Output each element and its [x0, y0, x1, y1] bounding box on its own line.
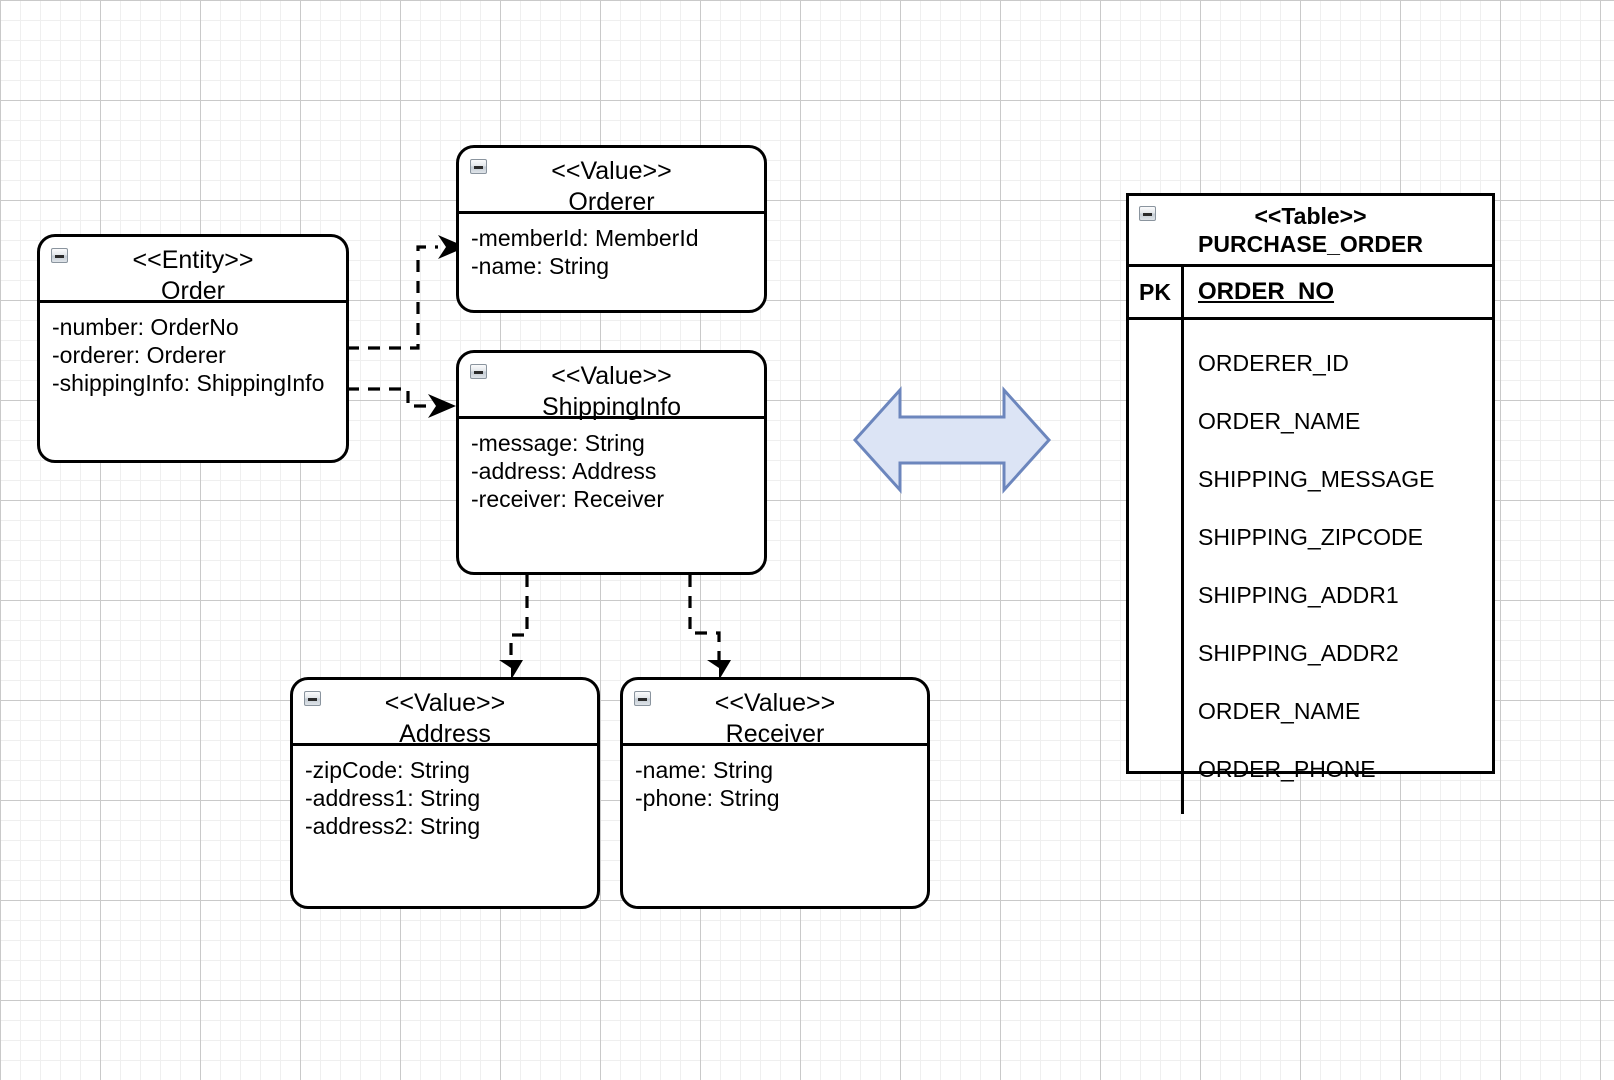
- class-attributes-order: -number: OrderNo -orderer: Orderer -ship…: [40, 303, 346, 397]
- attribute-row: -phone: String: [635, 785, 780, 812]
- class-name-orderer: Orderer: [568, 187, 655, 216]
- db-table-stereotype: <<Table>>: [1254, 203, 1367, 229]
- class-header-order: <<Entity>> Order: [40, 237, 346, 305]
- db-column-row: SHIPPING_ZIPCODE: [1198, 523, 1423, 550]
- db-column-row: ORDER_NAME: [1198, 407, 1361, 434]
- collapse-minus-icon[interactable]: [470, 364, 487, 379]
- class-name-receiver: Receiver: [725, 719, 825, 748]
- db-column-gutter: [1129, 320, 1184, 815]
- class-stereotype-order: <<Entity>>: [132, 246, 254, 274]
- db-column-row: ORDER_NAME: [1198, 697, 1361, 724]
- attribute-row: -message: String: [471, 430, 645, 456]
- class-stereotype-shippinginfo: <<Value>>: [551, 362, 672, 390]
- class-box-order[interactable]: <<Entity>> Order -number: OrderNo -order…: [37, 234, 349, 463]
- class-name-order: Order: [161, 276, 225, 305]
- class-box-receiver[interactable]: <<Value>> Receiver -name: String -phone:…: [620, 677, 930, 909]
- attribute-row: -receiver: Receiver: [471, 486, 664, 513]
- attribute-row: -shippingInfo: ShippingInfo: [52, 370, 325, 397]
- class-attributes-receiver: -name: String -phone: String: [623, 746, 927, 812]
- db-column-row: SHIPPING_ADDR1: [1198, 581, 1399, 608]
- attribute-row: -name: String: [635, 757, 774, 783]
- class-attributes-address: -zipCode: String -address1: String -addr…: [293, 746, 597, 840]
- bidirectional-mapping-arrow[interactable]: [852, 382, 1052, 498]
- db-table-header: <<Table>> PURCHASE_ORDER: [1129, 196, 1492, 268]
- db-pk-column-text: ORDER_NO: [1198, 278, 1335, 306]
- class-box-address[interactable]: <<Value>> Address -zipCode: String -addr…: [290, 677, 600, 909]
- db-table-purchase-order[interactable]: <<Table>> PURCHASE_ORDER PK ORDER_NO ORD…: [1126, 193, 1495, 815]
- connector-shippinginfo-to-receiver: [688, 575, 721, 660]
- collapse-minus-icon[interactable]: [470, 159, 487, 174]
- class-stereotype-receiver: <<Value>>: [714, 689, 836, 717]
- class-header-shippinginfo: <<Value>> ShippingInfo: [459, 353, 764, 421]
- db-column-list: ORDERER_ID ORDER_NAME SHIPPING_MESSAGE S…: [1184, 320, 1492, 814]
- db-column-row: SHIPPING_MESSAGE: [1198, 465, 1435, 492]
- db-pk-label: PK: [1129, 267, 1184, 318]
- class-attributes-shippinginfo: -message: String -address: Address -rece…: [459, 419, 764, 513]
- db-table-name: PURCHASE_ORDER: [1198, 230, 1423, 257]
- connector-shippinginfo-to-address: [509, 575, 529, 660]
- attribute-row: -orderer: Orderer: [52, 342, 226, 369]
- class-header-orderer: <<Value>> Orderer: [459, 148, 764, 216]
- arrowhead-shippinginfo: [428, 394, 456, 418]
- class-name-shippinginfo: ShippingInfo: [541, 392, 681, 421]
- db-column-row: ORDER_PHONE: [1198, 755, 1376, 782]
- collapse-minus-icon[interactable]: [304, 691, 321, 706]
- attribute-row: -number: OrderNo: [52, 314, 239, 340]
- attribute-row: -zipCode: String: [305, 757, 470, 783]
- attribute-row: -address: Address: [471, 458, 657, 485]
- db-pk-column: ORDER_NO: [1184, 267, 1492, 317]
- class-attributes-orderer: -memberId: MemberId -name: String: [459, 214, 764, 280]
- class-stereotype-address: <<Value>>: [384, 689, 506, 717]
- class-header-address: <<Value>> Address: [293, 680, 597, 748]
- db-column-row: SHIPPING_ADDR2: [1198, 639, 1399, 666]
- class-header-receiver: <<Value>> Receiver: [623, 680, 927, 748]
- collapse-minus-icon[interactable]: [1139, 206, 1156, 221]
- class-box-orderer[interactable]: <<Value>> Orderer -memberId: MemberId -n…: [456, 145, 767, 313]
- class-stereotype-orderer: <<Value>>: [551, 157, 672, 185]
- class-name-address: Address: [399, 719, 491, 748]
- db-primary-key-row: PK ORDER_NO: [1129, 267, 1492, 321]
- collapse-minus-icon[interactable]: [51, 248, 68, 263]
- attribute-row: -address1: String: [305, 785, 481, 812]
- attribute-row: -memberId: MemberId: [471, 225, 699, 251]
- connector-order-to-orderer: [347, 245, 438, 350]
- connector-order-to-shippinginfo: [347, 387, 428, 408]
- attribute-row: -name: String: [471, 253, 610, 280]
- db-column-row: ORDERER_ID: [1198, 349, 1349, 376]
- class-box-shippinginfo[interactable]: <<Value>> ShippingInfo -message: String …: [456, 350, 767, 575]
- attribute-row: -address2: String: [305, 813, 481, 840]
- db-column-body: ORDERER_ID ORDER_NAME SHIPPING_MESSAGE S…: [1129, 320, 1492, 815]
- collapse-minus-icon[interactable]: [634, 691, 651, 706]
